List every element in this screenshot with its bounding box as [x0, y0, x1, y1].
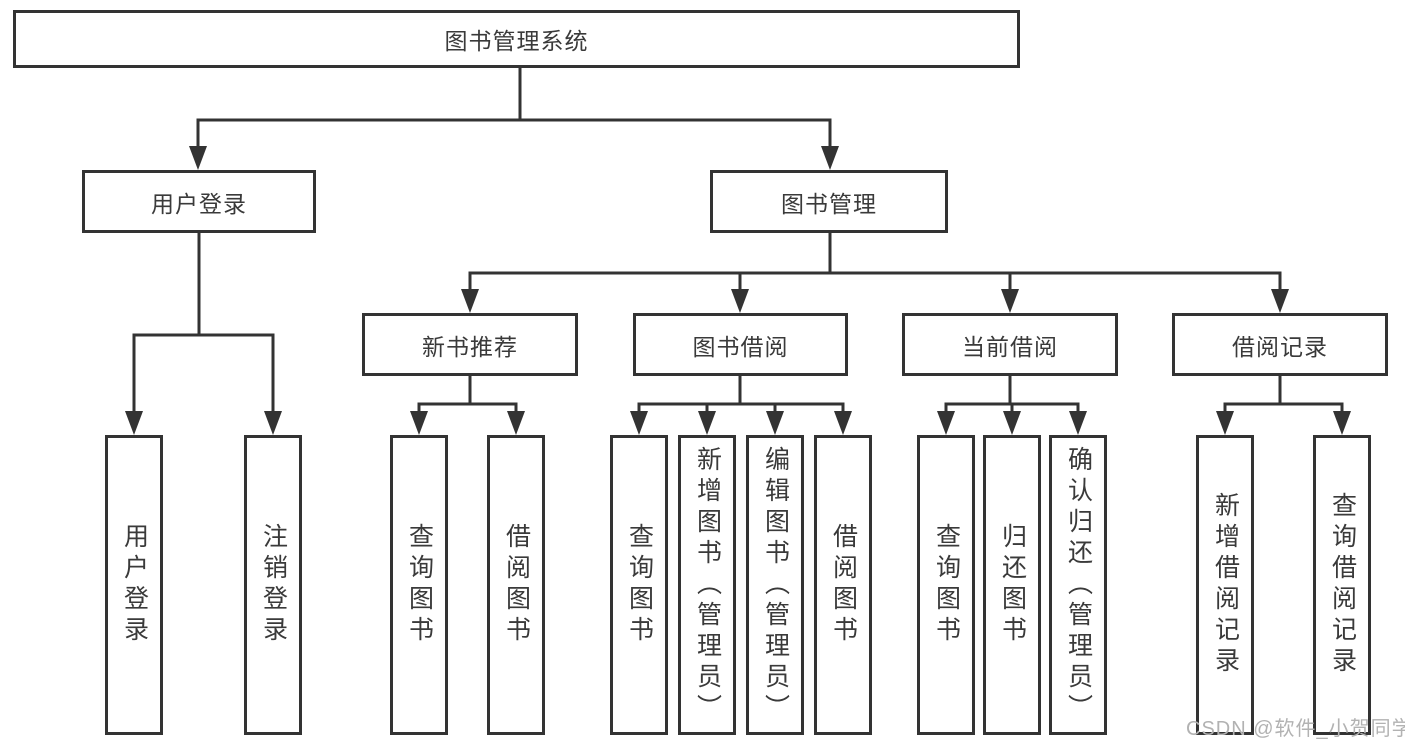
node-user-login-group: 用户登录 — [82, 170, 316, 233]
node-leaf-add-borrow-record-label: 新增借阅记录 — [1211, 492, 1240, 678]
node-leaf-add-borrow-record: 新增借阅记录 — [1196, 435, 1254, 735]
node-borrowing-records-label: 借阅记录 — [1232, 333, 1328, 360]
node-leaf-edit-book-admin-label: 编辑图书（管理员） — [761, 445, 790, 725]
node-library-system: 图书管理系统 — [13, 10, 1020, 68]
node-current-borrowing: 当前借阅 — [902, 313, 1118, 376]
node-leaf-confirm-return-admin-label: 确认归还（管理员） — [1064, 445, 1093, 725]
node-leaf-query-books-2: 查询图书 — [610, 435, 668, 735]
node-leaf-user-login: 用户登录 — [105, 435, 163, 735]
node-leaf-query-books-1-label: 查询图书 — [405, 523, 434, 647]
node-new-book-recommendation-label: 新书推荐 — [422, 333, 518, 360]
node-leaf-user-login-label: 用户登录 — [120, 523, 149, 647]
node-leaf-query-books-2-label: 查询图书 — [625, 523, 654, 647]
node-leaf-add-book-admin: 新增图书（管理员） — [678, 435, 736, 735]
node-leaf-confirm-return-admin: 确认归还（管理员） — [1049, 435, 1107, 735]
node-book-management: 图书管理 — [710, 170, 948, 233]
node-leaf-return-book: 归还图书 — [983, 435, 1041, 735]
node-book-borrowing: 图书借阅 — [633, 313, 848, 376]
node-leaf-borrow-books-1-label: 借阅图书 — [502, 523, 531, 647]
node-leaf-add-book-admin-label: 新增图书（管理员） — [693, 445, 722, 725]
node-leaf-borrow-books-1: 借阅图书 — [487, 435, 545, 735]
node-leaf-query-borrow-record: 查询借阅记录 — [1313, 435, 1371, 735]
node-leaf-edit-book-admin: 编辑图书（管理员） — [746, 435, 804, 735]
node-leaf-query-books-1: 查询图书 — [390, 435, 448, 735]
node-leaf-borrow-books-2: 借阅图书 — [814, 435, 872, 735]
node-leaf-logout-label: 注销登录 — [259, 523, 288, 647]
node-book-borrowing-label: 图书借阅 — [692, 333, 789, 360]
node-book-management-label: 图书管理 — [781, 190, 877, 217]
node-borrowing-records: 借阅记录 — [1172, 313, 1388, 376]
node-leaf-return-book-label: 归还图书 — [998, 523, 1027, 647]
node-user-login-group-label: 用户登录 — [151, 190, 247, 217]
node-leaf-query-borrow-record-label: 查询借阅记录 — [1328, 492, 1357, 678]
node-current-borrowing-label: 当前借阅 — [962, 333, 1058, 360]
node-new-book-recommendation: 新书推荐 — [362, 313, 578, 376]
node-library-system-label: 图书管理系统 — [444, 28, 589, 54]
node-leaf-query-books-3-label: 查询图书 — [932, 523, 961, 647]
node-leaf-query-books-3: 查询图书 — [917, 435, 975, 735]
watermark: CSDN @软件_小贺同学 — [1186, 718, 1405, 740]
node-leaf-borrow-books-2-label: 借阅图书 — [829, 523, 858, 647]
node-leaf-logout: 注销登录 — [244, 435, 302, 735]
